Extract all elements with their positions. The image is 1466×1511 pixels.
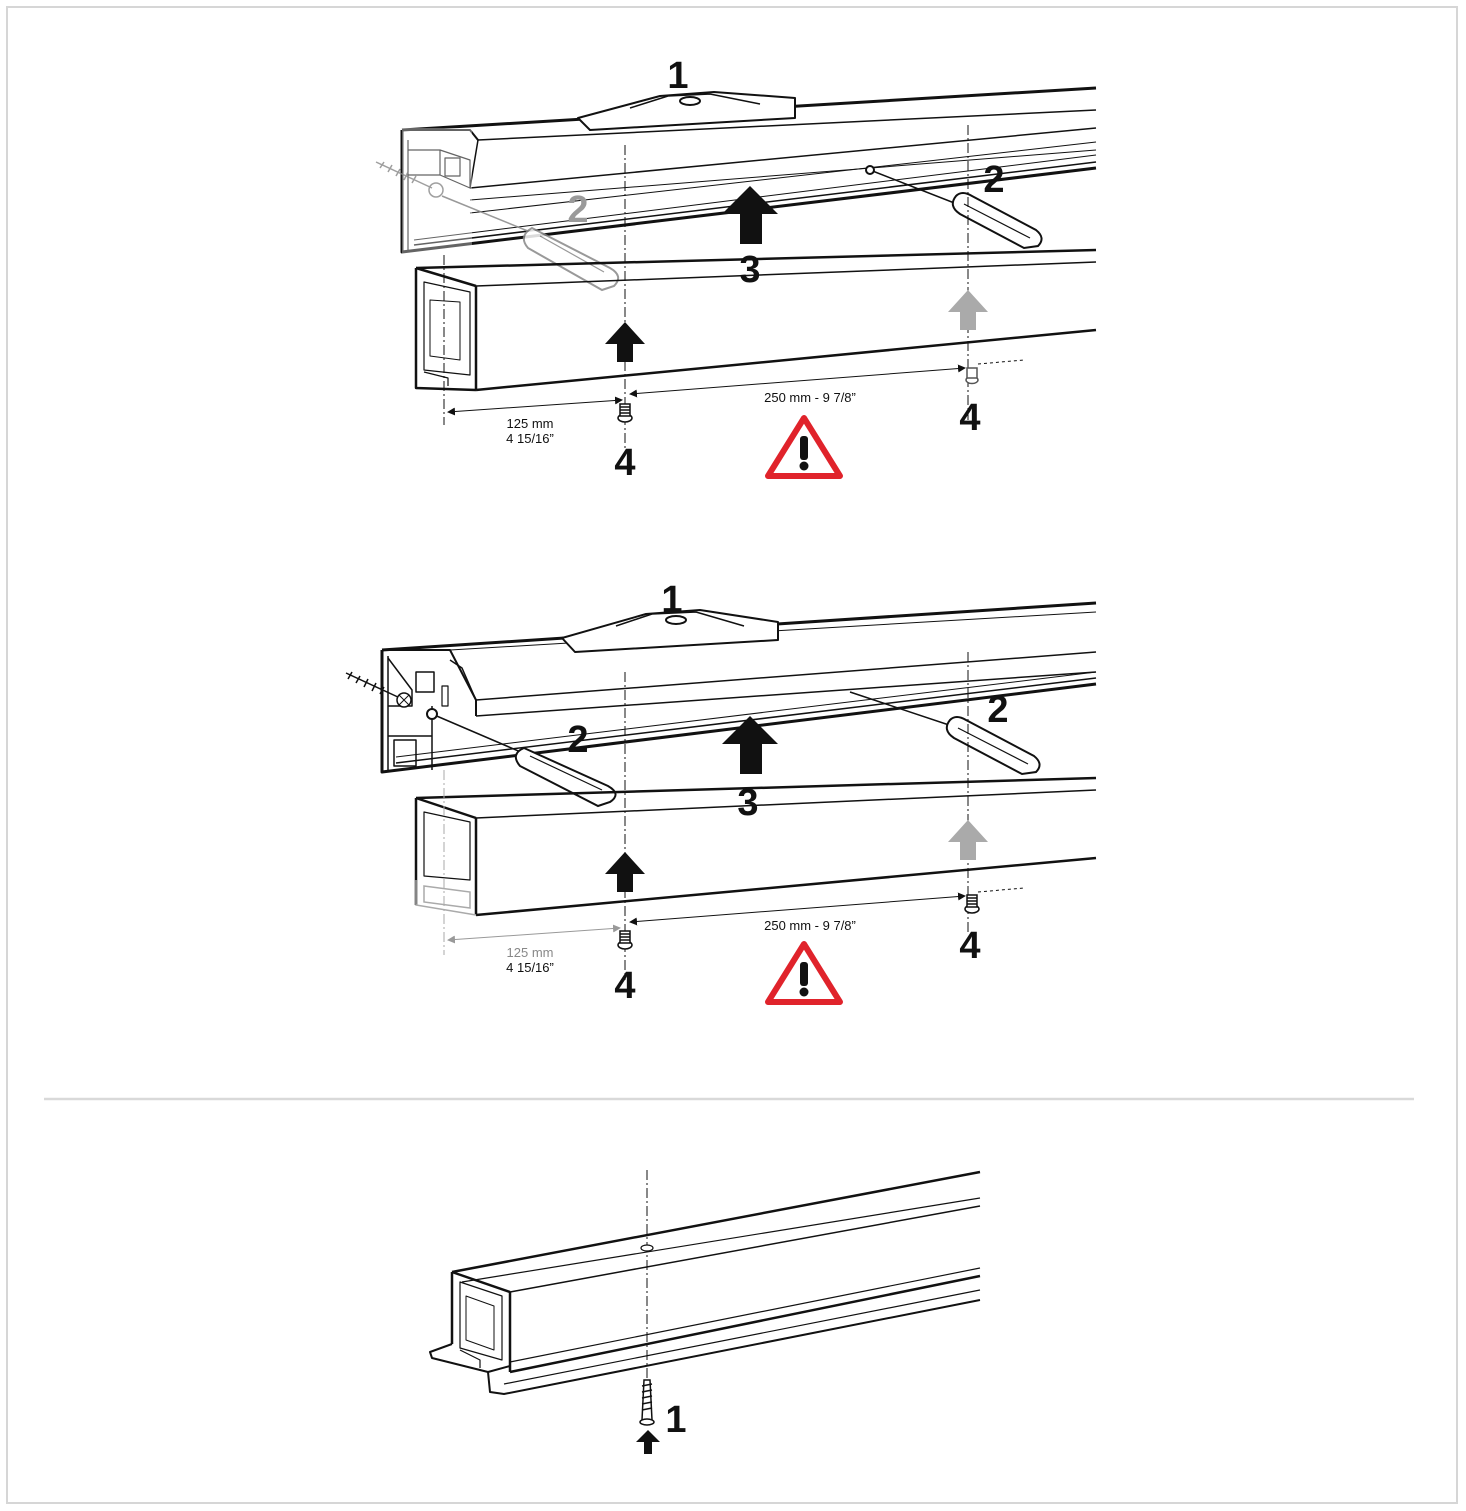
step-2-left-label: 2 bbox=[567, 189, 588, 231]
lower-rail bbox=[414, 776, 1097, 917]
spirit-level bbox=[561, 609, 779, 653]
dim-edge-in: 4 15/16” bbox=[506, 431, 554, 446]
upper-rail bbox=[400, 86, 1097, 254]
up-arrow-icon bbox=[605, 322, 645, 362]
step-4-left-label: 4 bbox=[614, 442, 635, 484]
spirit-level bbox=[577, 91, 796, 131]
step-4-right-label: 4 bbox=[959, 925, 980, 967]
step-3-label: 3 bbox=[737, 782, 758, 824]
centre-lines bbox=[443, 125, 969, 455]
ghost-overlay bbox=[402, 128, 472, 254]
step-2-right-label: 2 bbox=[987, 689, 1008, 731]
fixing-screw-icon bbox=[617, 403, 633, 423]
dimension-lines bbox=[447, 887, 1025, 944]
up-arrow-ghost-icon bbox=[948, 820, 988, 860]
screwdriver-right-icon bbox=[865, 165, 1043, 250]
dimension-lines bbox=[447, 359, 1025, 416]
centre-lines bbox=[624, 652, 969, 980]
step-2-left-label: 2 bbox=[567, 719, 588, 761]
dim-spacing: 250 mm - 9 7/8” bbox=[764, 390, 856, 405]
panel-3: 1 bbox=[429, 1170, 981, 1454]
screwdriver-left-icon bbox=[426, 708, 617, 808]
lower-rail-ghost bbox=[415, 880, 477, 916]
step-1-label: 1 bbox=[665, 1399, 686, 1441]
single-rail bbox=[429, 1170, 981, 1395]
lift-arrow-big-icon bbox=[722, 186, 778, 244]
step-1-label: 1 bbox=[661, 579, 682, 621]
panel-1: 1 2 2 3 4 4 125 mm 4 15/16” 250 mm - 9 7… bbox=[375, 55, 1097, 484]
fixing-screw-icon bbox=[965, 367, 979, 385]
step-4-left-label: 4 bbox=[614, 965, 635, 1007]
lower-rail bbox=[414, 248, 1097, 392]
dim-edge-in: 4 15/16” bbox=[506, 960, 554, 975]
up-arrow-icon bbox=[605, 852, 645, 892]
up-arrow-ghost-icon bbox=[948, 290, 988, 330]
screwdriver-left-icon bbox=[441, 195, 620, 292]
mounting-hole bbox=[640, 1244, 654, 1252]
screw-icon bbox=[639, 1379, 655, 1426]
up-arrow-icon bbox=[636, 1430, 660, 1454]
fixing-screw-icon bbox=[964, 894, 980, 914]
dim-edge-mm: 125 mm bbox=[507, 416, 554, 431]
step-2-right-label: 2 bbox=[983, 159, 1004, 201]
step-1-label: 1 bbox=[667, 55, 688, 97]
fixing-screw-icon bbox=[617, 930, 633, 950]
warning-triangle-icon bbox=[765, 941, 843, 1005]
dim-spacing: 250 mm - 9 7/8” bbox=[764, 918, 856, 933]
panel-2: 1 2 2 3 4 4 125 mm 4 15/16” 250 mm - 9 7… bbox=[345, 579, 1097, 1007]
wall-screw-icon bbox=[375, 161, 444, 198]
page-frame bbox=[6, 6, 1458, 1504]
screwdriver-right-icon bbox=[849, 691, 1041, 776]
wall-screw-icon bbox=[345, 671, 412, 708]
step-3-label: 3 bbox=[739, 249, 760, 291]
dim-edge-mm: 125 mm bbox=[507, 945, 554, 960]
warning-triangle-icon bbox=[765, 415, 843, 479]
lift-arrow-big-icon bbox=[722, 716, 778, 774]
step-4-right-label: 4 bbox=[959, 397, 980, 439]
